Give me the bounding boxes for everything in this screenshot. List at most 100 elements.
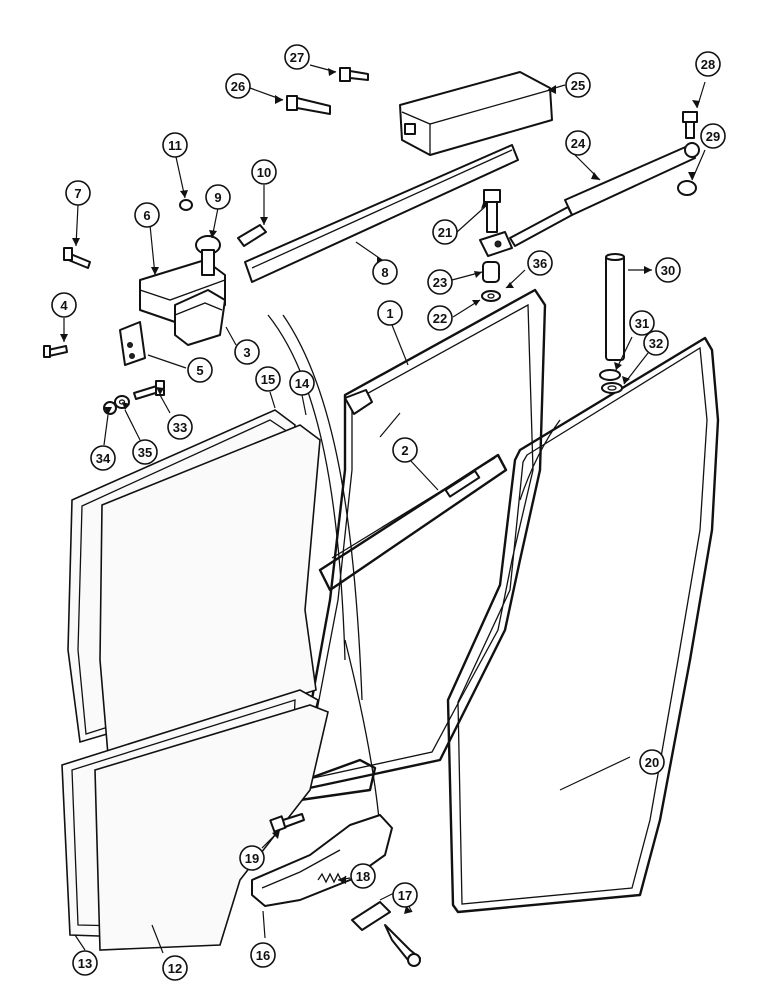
bolt-27 (339, 67, 369, 82)
svg-text:2: 2 (401, 443, 408, 458)
svg-text:12: 12 (168, 961, 182, 976)
svg-text:16: 16 (256, 948, 270, 963)
washer-32 (601, 382, 623, 394)
callout-12: 12 (162, 955, 188, 981)
svg-text:26: 26 (231, 79, 245, 94)
door-frame (296, 288, 547, 802)
callout-5: 5 (187, 357, 213, 383)
callout-10: 10 (251, 159, 277, 185)
callout-4: 4 (51, 292, 77, 318)
door-glass-upper (67, 409, 321, 757)
svg-text:13: 13 (78, 956, 92, 971)
callout-1: 1 (377, 300, 403, 326)
svg-text:10: 10 (257, 165, 271, 180)
svg-text:5: 5 (196, 363, 203, 378)
callout-3: 3 (234, 339, 260, 365)
glass-curve-lines (267, 314, 561, 831)
callout-15: 15 (255, 366, 281, 392)
svg-text:17: 17 (398, 888, 412, 903)
svg-text:29: 29 (706, 129, 720, 144)
hinge-block-3 (174, 289, 226, 346)
svg-text:24: 24 (571, 136, 586, 151)
svg-text:8: 8 (381, 265, 388, 280)
bolt-4 (43, 345, 68, 358)
svg-text:32: 32 (649, 336, 663, 351)
callout-22: 22 (427, 305, 453, 331)
svg-text:31: 31 (635, 316, 649, 331)
callout-17: 17 (392, 882, 418, 908)
svg-text:27: 27 (290, 50, 304, 65)
callout-28: 28 (695, 51, 721, 77)
door-glass-lower (61, 689, 329, 951)
callout-18: 18 (350, 863, 376, 889)
door-crossbar (318, 453, 508, 592)
strut-bracket (479, 231, 513, 257)
callout-35: 35 (132, 439, 158, 465)
hinge-knuckle-9 (195, 235, 221, 276)
callout-11: 11 (162, 132, 188, 158)
svg-text:19: 19 (245, 851, 259, 866)
svg-text:30: 30 (661, 263, 675, 278)
nut-29 (677, 180, 697, 196)
latch-bracket (251, 814, 393, 907)
svg-text:28: 28 (701, 57, 715, 72)
hinge-pin-30 (605, 253, 625, 361)
washer-31 (599, 369, 621, 381)
svg-text:6: 6 (143, 208, 150, 223)
svg-text:22: 22 (433, 311, 447, 326)
svg-text:3: 3 (243, 345, 250, 360)
svg-text:15: 15 (261, 372, 275, 387)
callout-7: 7 (65, 180, 91, 206)
callout-14: 14 (289, 370, 315, 396)
svg-text:35: 35 (138, 445, 152, 460)
callout-23: 23 (427, 269, 453, 295)
svg-text:25: 25 (571, 78, 585, 93)
callout-20: 20 (639, 749, 665, 775)
callout-2: 2 (392, 437, 418, 463)
callout-34: 34 (90, 445, 116, 471)
svg-text:18: 18 (356, 869, 370, 884)
callout-26: 26 (225, 73, 251, 99)
svg-text:11: 11 (168, 138, 182, 153)
callout-27: 27 (284, 44, 310, 70)
door-seal-frame (446, 336, 720, 914)
svg-text:20: 20 (645, 755, 659, 770)
hinge-rail (244, 144, 519, 283)
callout-13: 13 (72, 950, 98, 976)
callout-19: 19 (239, 845, 265, 871)
bolt-21 (483, 189, 501, 233)
bolt-28 (682, 111, 698, 139)
callout-8: 8 (372, 259, 398, 285)
callout-6: 6 (134, 202, 160, 228)
callout-16: 16 (250, 942, 276, 968)
svg-text:33: 33 (173, 420, 187, 435)
rail-cover (399, 71, 553, 156)
gas-strut (509, 142, 700, 247)
bushing-23 (482, 261, 500, 283)
svg-text:4: 4 (60, 298, 68, 313)
callout-9: 9 (205, 184, 231, 210)
latch-pin (351, 901, 421, 967)
svg-text:21: 21 (438, 225, 452, 240)
callout-25: 25 (565, 72, 591, 98)
svg-text:34: 34 (96, 451, 111, 466)
callout-29: 29 (700, 123, 726, 149)
callout-21: 21 (432, 219, 458, 245)
callout-24: 24 (565, 130, 591, 156)
hinge-plate-5 (119, 321, 146, 366)
bolt-26 (286, 95, 331, 115)
svg-text:7: 7 (74, 186, 81, 201)
bolt-19 (269, 813, 305, 833)
callout-31: 31 (629, 310, 655, 336)
svg-text:36: 36 (533, 256, 547, 271)
svg-text:1: 1 (386, 306, 393, 321)
svg-text:23: 23 (433, 275, 447, 290)
svg-text:9: 9 (214, 190, 221, 205)
callout-32: 32 (643, 330, 669, 356)
bolt-10 (237, 224, 267, 247)
callout-36: 36 (527, 250, 553, 276)
nut-11 (179, 199, 193, 211)
callout-33: 33 (167, 414, 193, 440)
washer-22 (481, 290, 501, 302)
